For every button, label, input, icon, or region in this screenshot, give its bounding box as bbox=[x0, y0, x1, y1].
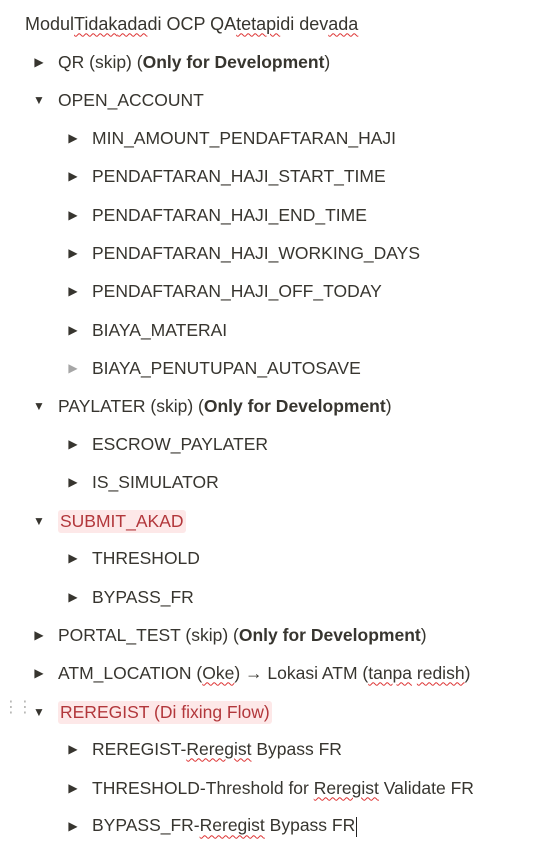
label-part: BYPASS_FR- bbox=[92, 815, 200, 836]
toggle-item-threshold[interactable]: ▶ THRESHOLD bbox=[66, 543, 553, 573]
toggle-label: IS_SIMULATOR bbox=[92, 471, 219, 492]
triangle-right-icon[interactable]: ▶ bbox=[68, 742, 78, 756]
heading-part: ada bbox=[117, 13, 148, 34]
triangle-right-icon[interactable]: ▶ bbox=[34, 628, 44, 642]
toggle-label: OPEN_ACCOUNT bbox=[58, 89, 204, 110]
toggle-item-reregist-bypass[interactable]: ▶ REREGIST-Reregist Bypass FR bbox=[66, 734, 553, 764]
triangle-right-icon[interactable]: ▶ bbox=[68, 208, 78, 222]
triangle-right-icon[interactable]: ▶ bbox=[68, 437, 78, 451]
toggle-item-qr[interactable]: ▶ QR (skip) (Only for Development) bbox=[32, 47, 553, 77]
toggle-item-start-time[interactable]: ▶ PENDAFTARAN_HAJI_START_TIME bbox=[66, 161, 553, 191]
toggle-label: THRESHOLD-Threshold for Reregist Validat… bbox=[92, 778, 474, 799]
triangle-right-icon[interactable]: ▶ bbox=[68, 246, 78, 260]
toggle-label: MIN_AMOUNT_PENDAFTARAN_HAJI bbox=[92, 127, 397, 148]
triangle-down-icon[interactable]: ▼ bbox=[33, 514, 45, 528]
label-part: ATM_LOCATION ( bbox=[58, 662, 203, 683]
label-part: ) bbox=[324, 51, 331, 72]
triangle-right-icon[interactable]: ▶ bbox=[68, 323, 78, 337]
heading-part: tetapi bbox=[236, 13, 281, 34]
heading-part: di OCP QA bbox=[147, 13, 237, 34]
triangle-right-icon[interactable]: ▶ bbox=[34, 666, 44, 680]
toggle-label: BYPASS_FR bbox=[92, 586, 194, 607]
label-part: ) bbox=[464, 662, 471, 683]
heading-part: Modul bbox=[25, 13, 75, 34]
toggle-label: BIAYA_PENUTUPAN_AUTOSAVE bbox=[92, 357, 361, 378]
toggle-item-submit-akad[interactable]: ▼ SUBMIT_AKAD bbox=[32, 506, 553, 536]
triangle-down-icon[interactable]: ▼ bbox=[33, 705, 45, 719]
toggle-label: PAYLATER (skip) (Only for Development) bbox=[58, 396, 392, 417]
label-part: Validate FR bbox=[378, 777, 474, 798]
toggle-label: PENDAFTARAN_HAJI_START_TIME bbox=[92, 165, 386, 186]
label-part: Bypass FR bbox=[251, 738, 342, 759]
toggle-item-reregist[interactable]: ▼ REREGIST (Di fixing Flow) bbox=[32, 697, 553, 727]
label-part: Only for Development bbox=[203, 395, 386, 416]
label-part: Reregist bbox=[313, 777, 379, 798]
toggle-label: ESCROW_PAYLATER bbox=[92, 433, 269, 454]
toggle-item-threshold-reregist[interactable]: ▶ THRESHOLD-Threshold for Reregist Valid… bbox=[66, 773, 553, 803]
triangle-right-icon[interactable]: ▶ bbox=[68, 284, 78, 298]
toggle-label: ATM_LOCATION (Oke) → Lokasi ATM (tanpa r… bbox=[58, 663, 470, 684]
toggle-label: REREGIST (Di fixing Flow) bbox=[58, 700, 272, 724]
triangle-right-icon[interactable]: ▶ bbox=[68, 475, 78, 489]
toggle-item-biaya-penutupan[interactable]: ▶ BIAYA_PENUTUPAN_AUTOSAVE bbox=[66, 353, 553, 383]
toggle-item-open-account[interactable]: ▼ OPEN_ACCOUNT bbox=[32, 85, 553, 115]
label-part: ) bbox=[420, 624, 427, 645]
toggle-item-paylater[interactable]: ▼ PAYLATER (skip) (Only for Development) bbox=[32, 391, 553, 421]
toggle-item-working-days[interactable]: ▶ PENDAFTARAN_HAJI_WORKING_DAYS bbox=[66, 238, 553, 268]
label-part: Reregist bbox=[186, 738, 252, 759]
triangle-down-icon[interactable]: ▼ bbox=[33, 93, 45, 107]
page-heading: Modul Tidak ada di OCP QA tetapi di dev … bbox=[25, 9, 553, 39]
toggle-item-bypass-fr-reregist[interactable]: ▶ BYPASS_FR-Reregist Bypass FR bbox=[66, 811, 553, 841]
label-part: ) → Lokasi ATM ( bbox=[234, 662, 369, 683]
triangle-right-icon[interactable]: ▶ bbox=[34, 55, 44, 69]
label-part: redish bbox=[416, 662, 465, 683]
label-part: Oke bbox=[202, 662, 235, 683]
toggle-label: QR (skip) (Only for Development) bbox=[58, 52, 330, 73]
triangle-down-icon[interactable]: ▼ bbox=[33, 399, 45, 413]
toggle-label: REREGIST-Reregist Bypass FR bbox=[92, 739, 342, 760]
heading-part: ada bbox=[328, 13, 359, 34]
toggle-item-is-simulator[interactable]: ▶ IS_SIMULATOR bbox=[66, 467, 553, 497]
triangle-right-icon[interactable]: ▶ bbox=[68, 131, 78, 145]
toggle-label: PORTAL_TEST (skip) (Only for Development… bbox=[58, 625, 427, 646]
label-part: Only for Development bbox=[142, 51, 325, 72]
triangle-right-icon[interactable]: ▶ bbox=[68, 781, 78, 795]
label-part: PAYLATER (skip) ( bbox=[58, 395, 204, 416]
label-part: PORTAL_TEST (skip) ( bbox=[58, 624, 239, 645]
toggle-label[interactable]: BYPASS_FR-Reregist Bypass FR bbox=[92, 815, 358, 837]
heading-part: di dev bbox=[280, 13, 329, 34]
triangle-right-icon[interactable]: ▶ bbox=[68, 361, 78, 375]
triangle-right-icon[interactable]: ▶ bbox=[68, 590, 78, 604]
label-part: tanpa bbox=[368, 662, 413, 683]
triangle-right-icon[interactable]: ▶ bbox=[68, 819, 78, 833]
label-part: Only for Development bbox=[238, 624, 421, 645]
toggle-item-atm-location[interactable]: ▶ ATM_LOCATION (Oke) → Lokasi ATM (tanpa… bbox=[32, 658, 553, 688]
toggle-item-portal-test[interactable]: ▶ PORTAL_TEST (skip) (Only for Developme… bbox=[32, 620, 553, 650]
toggle-label: BIAYA_MATERAI bbox=[92, 319, 228, 340]
text-cursor bbox=[356, 816, 358, 837]
toggle-label: PENDAFTARAN_HAJI_WORKING_DAYS bbox=[92, 242, 421, 263]
toggle-item-off-today[interactable]: ▶ PENDAFTARAN_HAJI_OFF_TODAY bbox=[66, 276, 553, 306]
label-part: Bypass FR bbox=[264, 815, 356, 836]
label-part: ) bbox=[385, 395, 392, 416]
toggle-item-biaya-materai[interactable]: ▶ BIAYA_MATERAI bbox=[66, 315, 553, 345]
toggle-label: PENDAFTARAN_HAJI_END_TIME bbox=[92, 204, 367, 225]
toggle-label: PENDAFTARAN_HAJI_OFF_TODAY bbox=[92, 280, 382, 301]
label-part: QR (skip) ( bbox=[58, 51, 143, 72]
toggle-item-escrow-paylater[interactable]: ▶ ESCROW_PAYLATER bbox=[66, 429, 553, 459]
label-part: THRESHOLD-Threshold for bbox=[92, 777, 314, 798]
toggle-item-end-time[interactable]: ▶ PENDAFTARAN_HAJI_END_TIME bbox=[66, 200, 553, 230]
toggle-item-bypass-fr[interactable]: ▶ BYPASS_FR bbox=[66, 582, 553, 612]
heading-part: Tidak bbox=[74, 13, 118, 34]
triangle-right-icon[interactable]: ▶ bbox=[68, 169, 78, 183]
toggle-label: SUBMIT_AKAD bbox=[58, 509, 186, 533]
triangle-right-icon[interactable]: ▶ bbox=[68, 551, 78, 565]
toggle-item-min-amount[interactable]: ▶ MIN_AMOUNT_PENDAFTARAN_HAJI bbox=[66, 123, 553, 153]
toggle-label: THRESHOLD bbox=[92, 547, 200, 568]
drag-handle-icon[interactable]: ⋮⋮ bbox=[3, 699, 33, 716]
label-part: Reregist bbox=[199, 815, 265, 836]
label-part: REREGIST- bbox=[92, 738, 187, 759]
